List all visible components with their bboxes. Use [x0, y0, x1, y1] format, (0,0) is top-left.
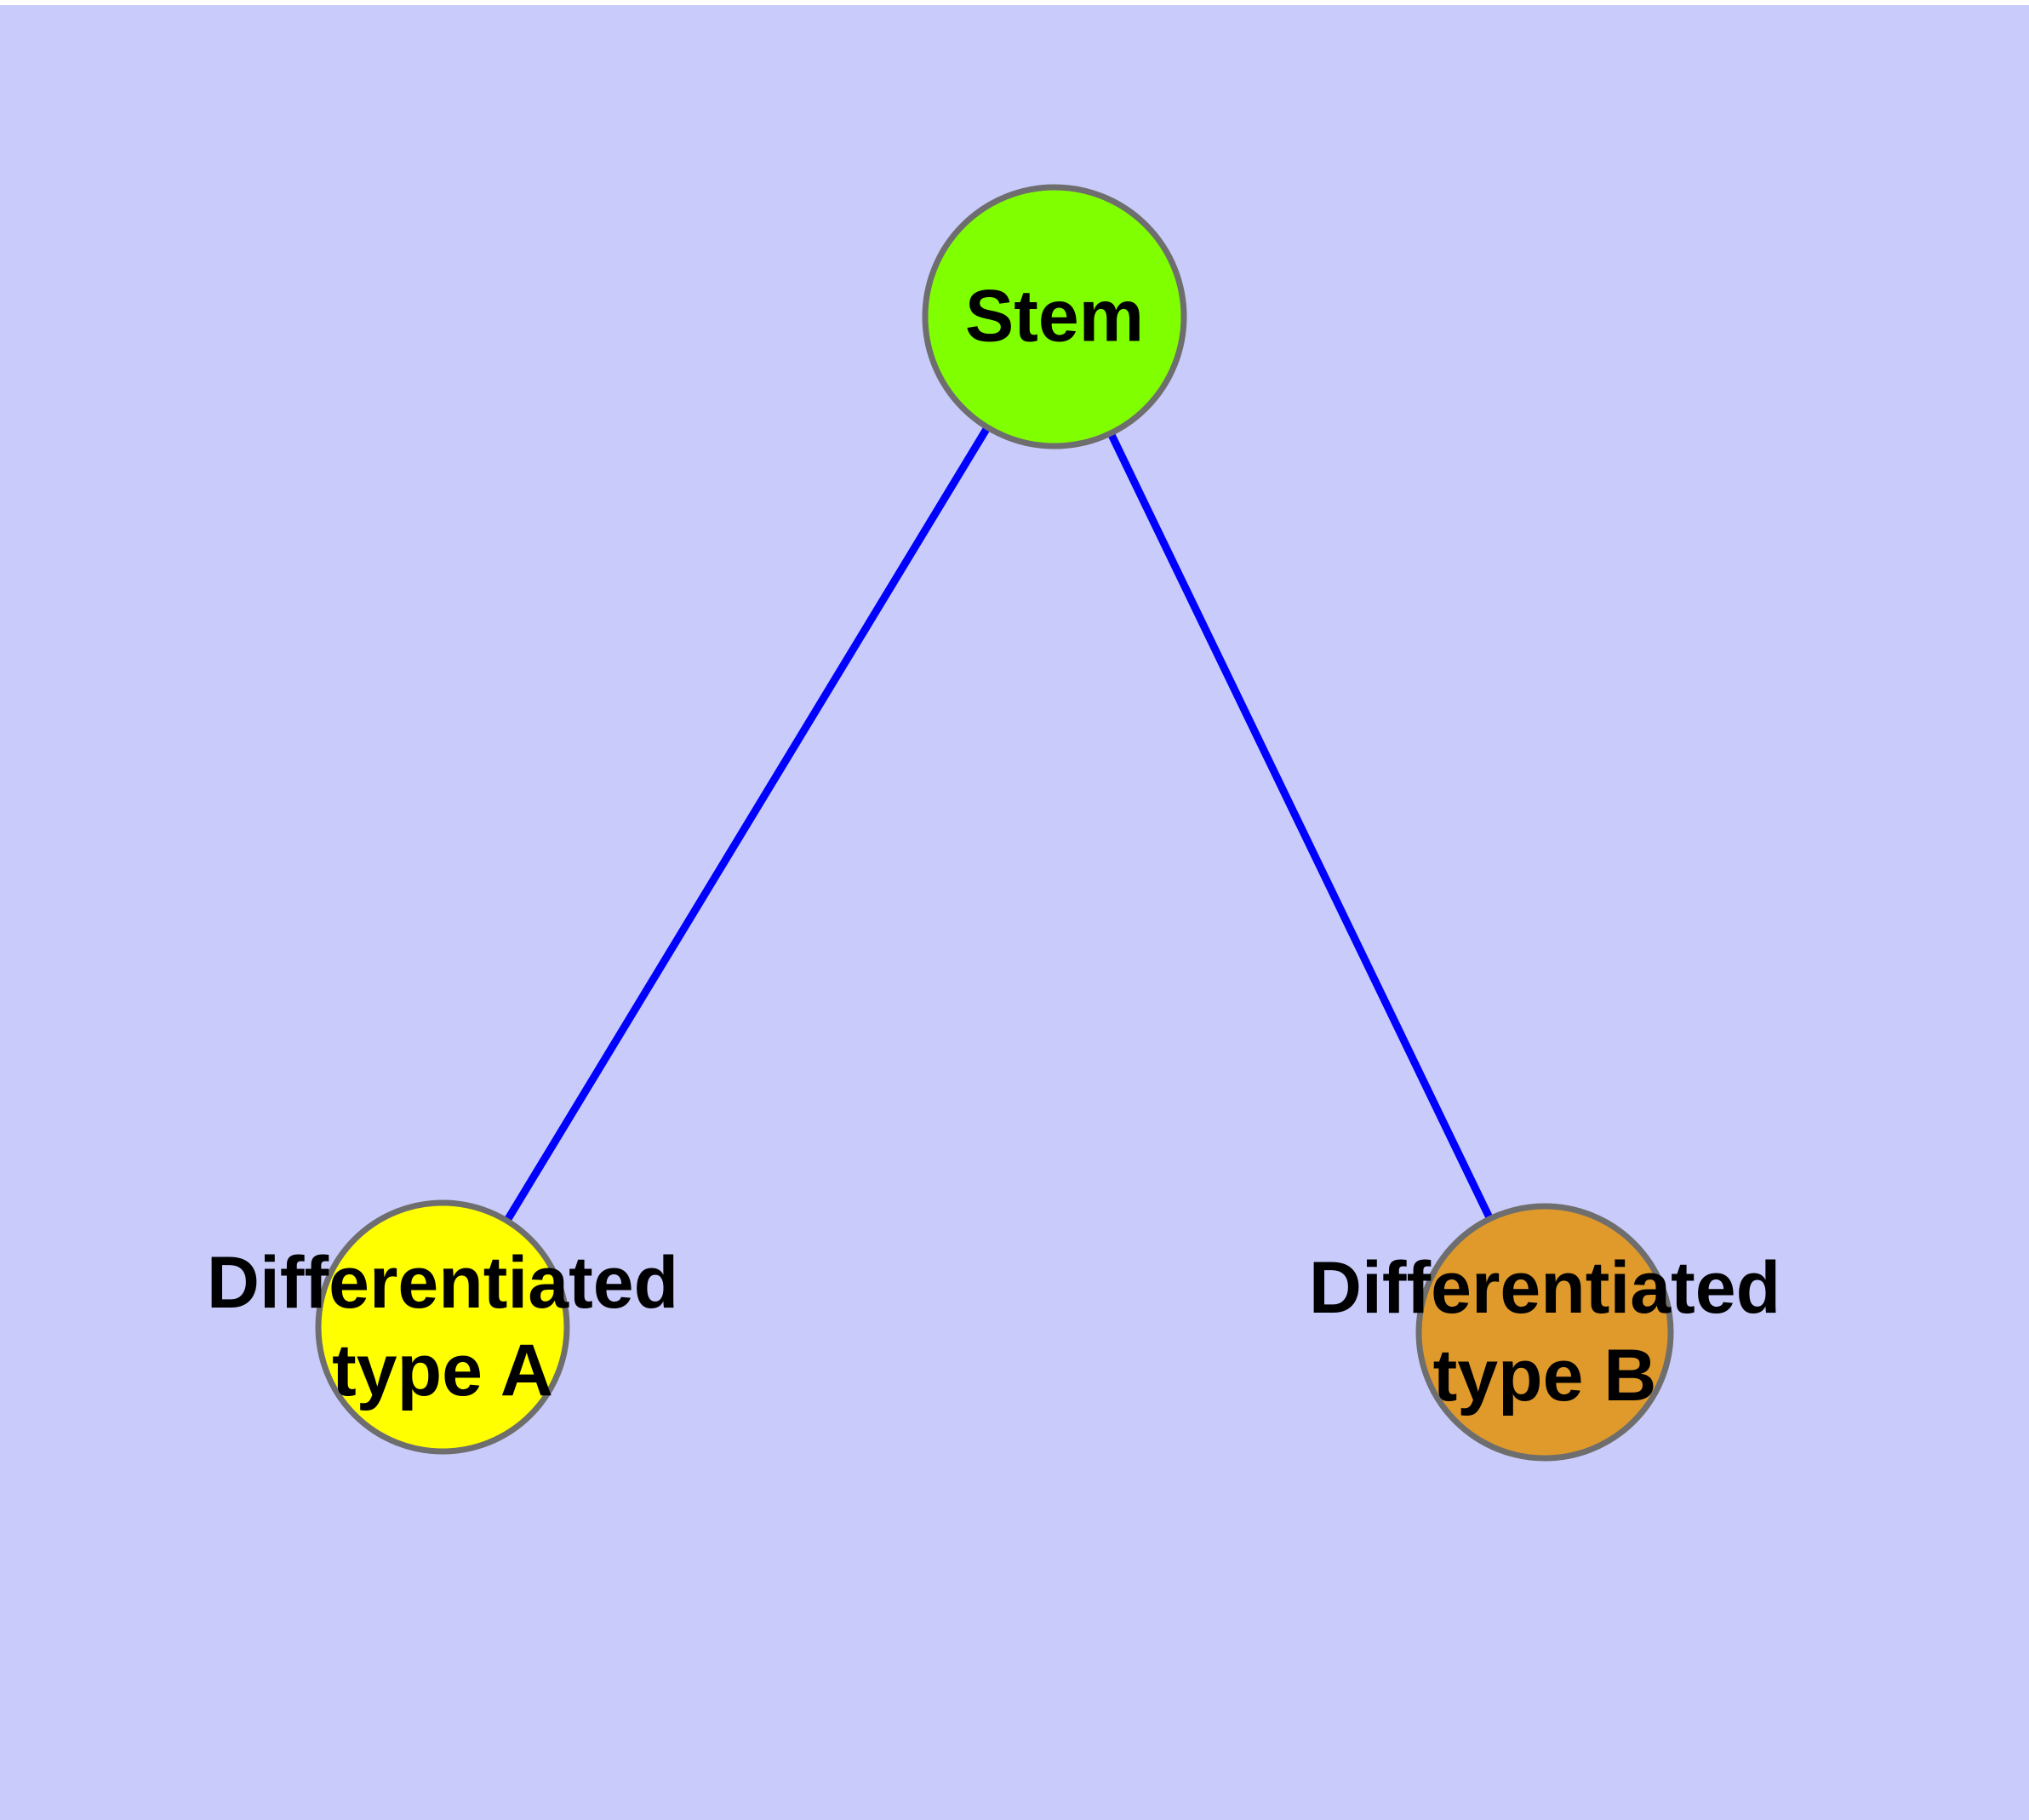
node-differentiated-type-b[interactable] [1415, 1203, 1674, 1462]
node-label-differentiated-type-a-line2: type A [332, 1330, 553, 1411]
label-layer: Stem Differentiated type A Differentiate… [207, 276, 1780, 1417]
edge-stem-to-differentiated-type-b[interactable] [1107, 431, 1494, 1221]
node-label-differentiated-type-a-line1: Differentiated [207, 1242, 678, 1324]
node-layer [315, 184, 1674, 1462]
edge-layer [503, 425, 1494, 1223]
node-stem[interactable] [922, 184, 1187, 449]
edge-stem-to-differentiated-type-a[interactable] [503, 425, 992, 1223]
node-label-stem: Stem [965, 276, 1144, 358]
node-differentiated-type-a[interactable] [315, 1199, 570, 1455]
node-label-differentiated-type-b-line1: Differentiated [1309, 1247, 1780, 1329]
node-label-differentiated-type-b-line2: type B [1433, 1335, 1657, 1417]
